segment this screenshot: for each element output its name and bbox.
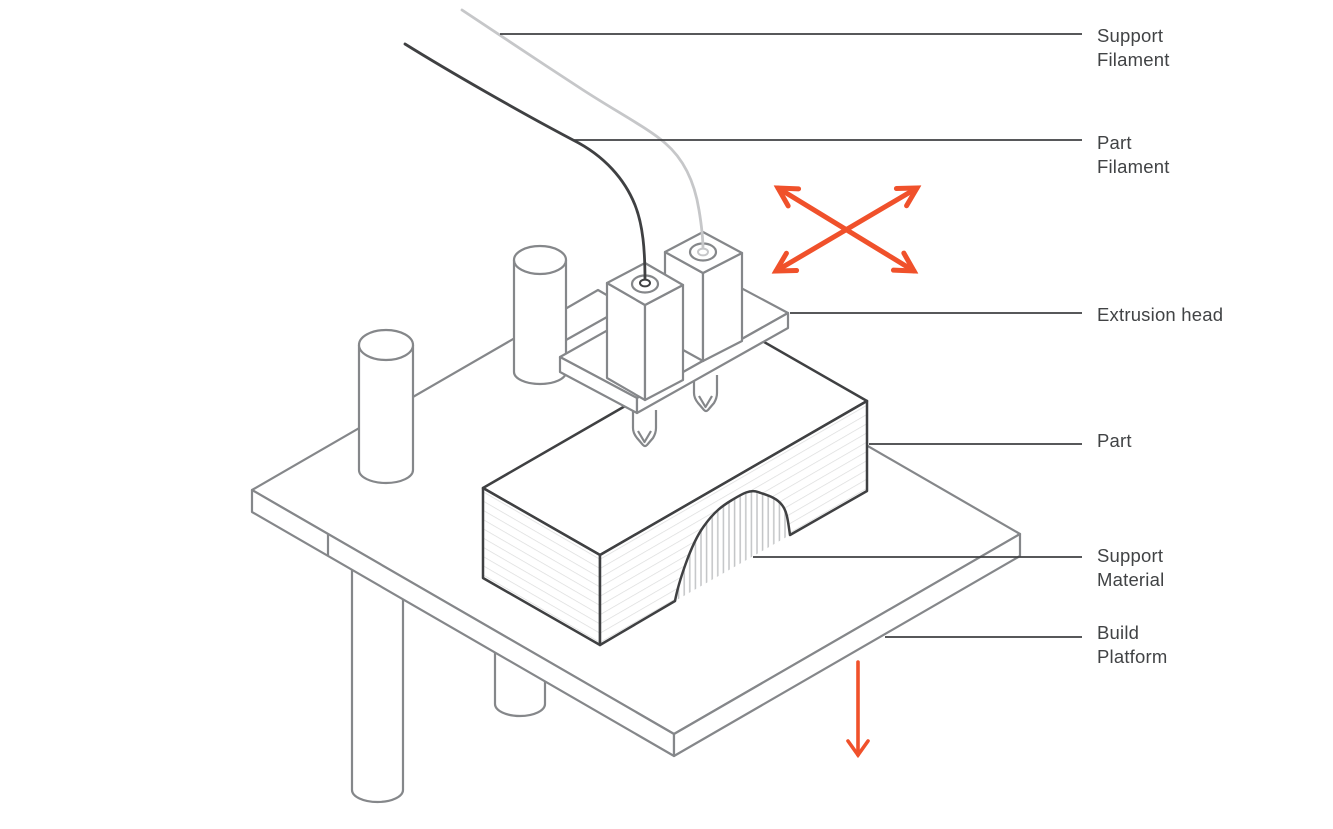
z-post-left [357, 328, 415, 485]
part-front-face [598, 399, 869, 647]
part-filament-end [639, 278, 651, 288]
support-filament-line [460, 8, 705, 252]
label-line: Part [1097, 132, 1132, 153]
z-post-lower-left [350, 564, 405, 804]
part-block [481, 332, 869, 647]
z-post-right [512, 244, 568, 386]
nozzle-support [692, 375, 719, 413]
part-filament-line [403, 42, 647, 283]
label-extrusion-head: Extrusion head [1097, 303, 1223, 327]
label-support-material: Support Material [1097, 544, 1164, 592]
gantry-arm-edge [565, 316, 608, 341]
label-part-filament: Part Filament [1097, 131, 1170, 179]
label-line: Support [1097, 545, 1164, 566]
support-filament-end [697, 247, 709, 257]
label-support-filament: Support Filament [1097, 24, 1170, 72]
label-line: Filament [1097, 156, 1170, 177]
build-platform-front-right-face [672, 532, 1022, 758]
label-line: Part [1097, 430, 1132, 451]
label-part: Part [1097, 429, 1132, 453]
label-line: Material [1097, 569, 1165, 590]
extruder-block-part [605, 261, 685, 402]
label-line: Build [1097, 622, 1140, 643]
nozzle-part [631, 410, 658, 448]
label-line: Filament [1097, 49, 1170, 70]
label-line: Extrusion head [1097, 304, 1224, 325]
label-build-platform: Build Platform [1097, 621, 1167, 669]
label-line: Platform [1097, 646, 1168, 667]
xy-motion-arrows [776, 188, 917, 271]
label-line: Support [1097, 25, 1164, 46]
leader-lines [500, 33, 1082, 638]
